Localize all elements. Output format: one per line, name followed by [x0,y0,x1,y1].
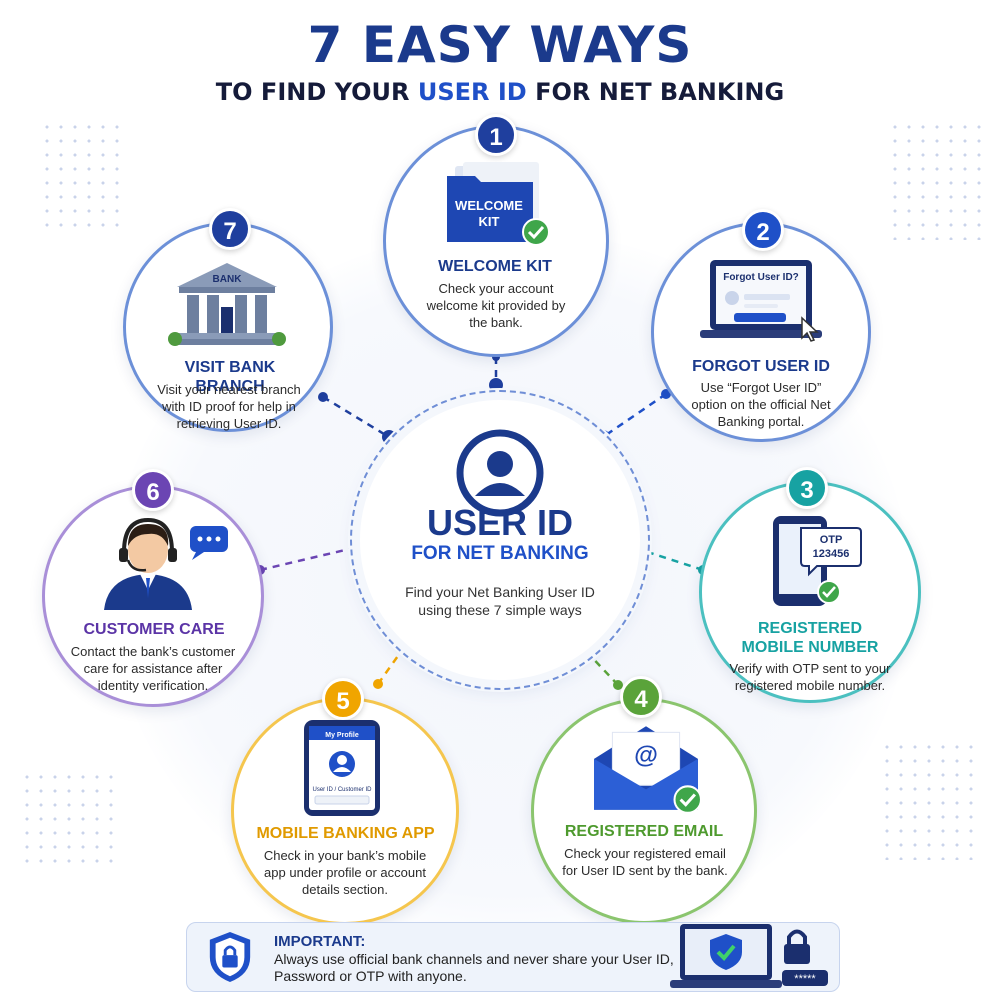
way-4-title: REGISTERED EMAIL [564,823,724,840]
connector-dot-4a [613,680,623,690]
svg-text:123456: 123456 [813,548,850,560]
svg-text:KIT: KIT [479,214,500,229]
forgot-user-id-screen-text: Forgot User ID? [723,272,799,283]
email-envelope-icon: @ [594,726,702,814]
shield-lock-icon [209,932,251,982]
welcome-kit-folder-icon: WELCOME KIT [447,162,550,246]
center-description: Find your Net Banking User ID using thes… [405,584,595,618]
mobile-app-icon: My Profile User ID / Customer ID [304,720,380,816]
connector-dot-5a [373,679,383,689]
way-2-number-badge: 2 [742,209,784,251]
important-text: Always use official bank channels and ne… [274,951,674,984]
subtitle-prefix: TO FIND YOUR [215,78,410,106]
way-6-description: Contact the bank’s customer care for ass… [70,644,236,693]
way-5-number-badge: 5 [322,678,364,720]
way-1-title: WELCOME KIT [438,258,552,275]
app-header-text: My Profile [325,732,359,739]
phone-otp-icon: OTP 123456 [773,516,862,606]
center-subtitle: FOR NET BANKING [411,543,589,564]
way-5-title: MOBILE BANKING APP [256,825,435,842]
center-dashed-ring [350,390,650,690]
laptop-shield-icon: ***** [670,924,828,988]
way-7-title: VISIT BANK BRANCH [184,359,276,395]
page-subtitle: TO FIND YOUR USER ID FOR NET BANKING [0,78,1000,106]
important-title: IMPORTANT: [274,933,366,950]
welcome-kit-icon-text: WELCOME [455,198,523,213]
subtitle-suffix: FOR NET BANKING [535,78,785,106]
customer-care-agent-icon [104,517,228,610]
way-1-number-badge: 1 [475,114,517,156]
way-6-title: CUSTOMER CARE [83,621,225,638]
way-6-number-badge: 6 [132,469,174,511]
connector-dot-7a [318,392,328,402]
connector-dot-1b [489,378,503,392]
way-7-description: Visit your nearest branch with ID proof … [157,382,301,431]
page-title: 7 EASY WAYS [307,16,693,74]
dot-pattern-top-left [40,120,120,230]
way-3-description: Verify with OTP sent to your registered … [729,661,891,693]
dot-pattern-bottom-left [20,770,120,870]
dot-pattern-bottom-right [880,740,980,860]
center-title: USER ID [426,502,574,543]
way-2-title: FORGOT USER ID [692,358,830,375]
way-7-number-badge: 7 [209,208,251,250]
way-5-description: Check in your bank’s mobile app under pr… [263,848,427,897]
way-3-number-badge: 3 [786,467,828,509]
way-1-description: Check your account welcome kit provided … [426,281,566,330]
connector-2 [602,392,667,439]
svg-text:*****: ***** [794,973,816,985]
way-3-title: REGISTERED MOBILE NUMBER [741,620,879,656]
padlock-icon [784,929,810,964]
bank-sign-text: BANK [213,274,243,285]
way-2-description: Use “Forgot User ID” option on the offic… [691,380,831,429]
connector-7 [322,395,390,439]
user-icon [456,429,544,517]
app-field-text: User ID / Customer ID [312,787,372,793]
dot-pattern-top-right [888,120,988,240]
way-4-description: Check your registered email for User ID … [562,846,728,878]
bank-building-icon: BANK [168,263,286,346]
connector-6 [259,545,359,572]
subtitle-highlight: USER ID [417,78,527,106]
way-4-number-badge: 4 [620,676,662,718]
otp-icon-text: OTP [820,534,843,546]
laptop-icon: Forgot User ID? [700,260,822,342]
email-at-sign: @ [634,742,658,769]
